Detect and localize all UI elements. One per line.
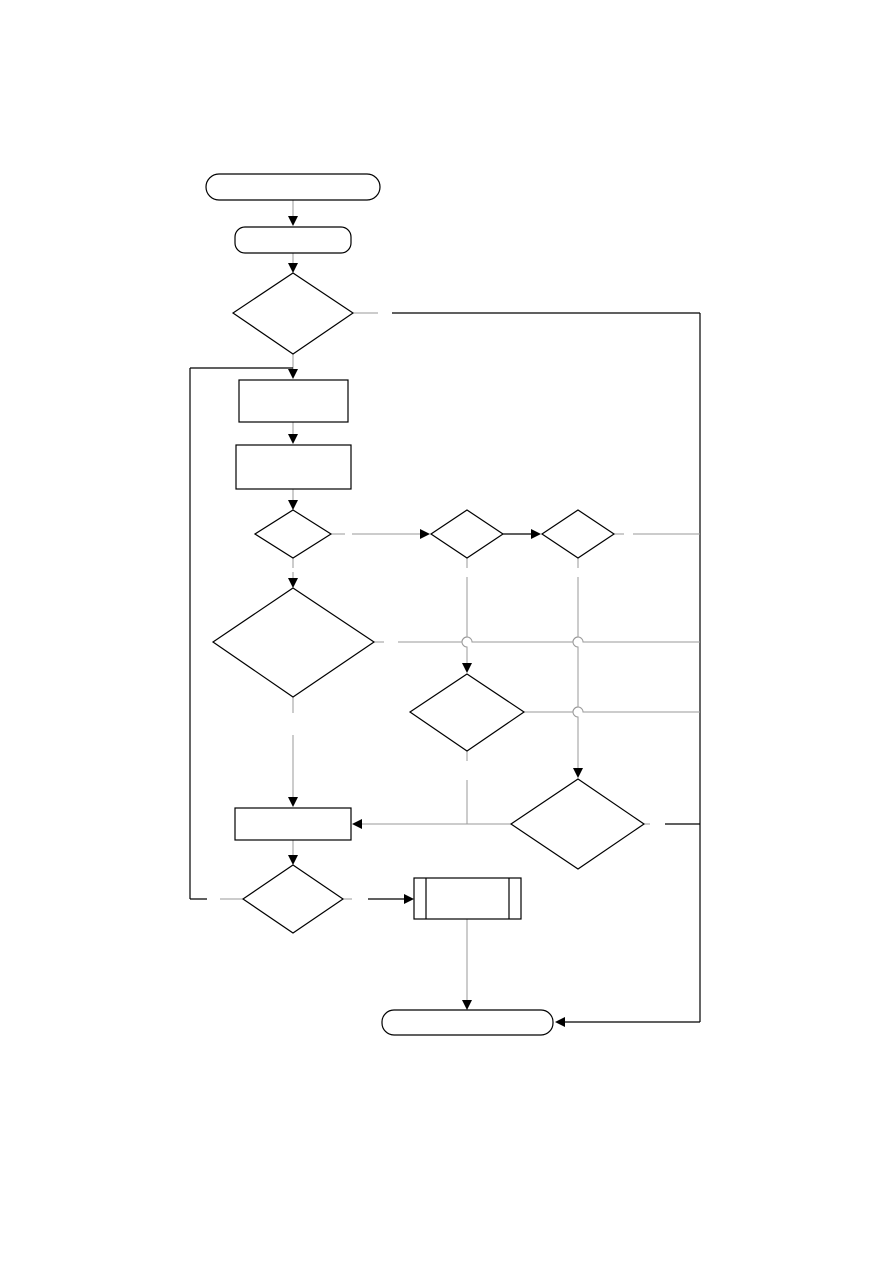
arrow-decision5-process3 xyxy=(288,797,298,807)
arrow-process1-process2 xyxy=(288,434,298,444)
decision6-diamond xyxy=(408,673,526,752)
subprocess-box xyxy=(413,877,522,920)
edge-decision5-rail xyxy=(374,636,700,643)
arrow-decision7-process3 xyxy=(352,819,362,829)
arrow-decision2-decision3 xyxy=(420,529,430,539)
connectors xyxy=(189,200,701,1027)
edge-decision3-decision6-b xyxy=(461,577,468,663)
process2-box xyxy=(235,444,352,490)
arrow-decision1-process1 xyxy=(288,369,298,379)
arrow-decision3-decision6 xyxy=(462,663,472,673)
decision7-diamond xyxy=(509,778,646,870)
decision2-diamond xyxy=(253,509,333,559)
process3-box xyxy=(234,807,352,841)
decision8-diamond xyxy=(241,864,345,934)
start-terminator xyxy=(205,173,381,201)
process1-box xyxy=(238,379,349,423)
arrow-start-step1 xyxy=(288,216,298,226)
arrow-rail-end xyxy=(555,1017,565,1027)
arrow-decision3-decision4 xyxy=(531,529,541,539)
end-terminator xyxy=(381,1009,554,1036)
arrow-decision4-decision7 xyxy=(573,768,583,778)
edge-decision6-rail xyxy=(524,706,700,713)
edge-decision4-decision7-b xyxy=(572,577,579,768)
arrow-process2-decision2 xyxy=(288,500,298,510)
nodes xyxy=(205,173,646,1036)
decision3-diamond xyxy=(429,509,505,559)
arrow-subprocess-end xyxy=(462,1000,472,1010)
step1-terminator xyxy=(234,226,352,254)
arrow-decision8-subprocess xyxy=(404,894,414,904)
arrow-decision2-decision5 xyxy=(288,578,298,588)
decision5-diamond xyxy=(211,587,376,698)
decision4-diamond xyxy=(540,509,616,559)
arrow-process3-decision8 xyxy=(288,855,298,865)
decision1-diamond xyxy=(231,272,355,355)
arrow-step1-decision1 xyxy=(288,263,298,273)
